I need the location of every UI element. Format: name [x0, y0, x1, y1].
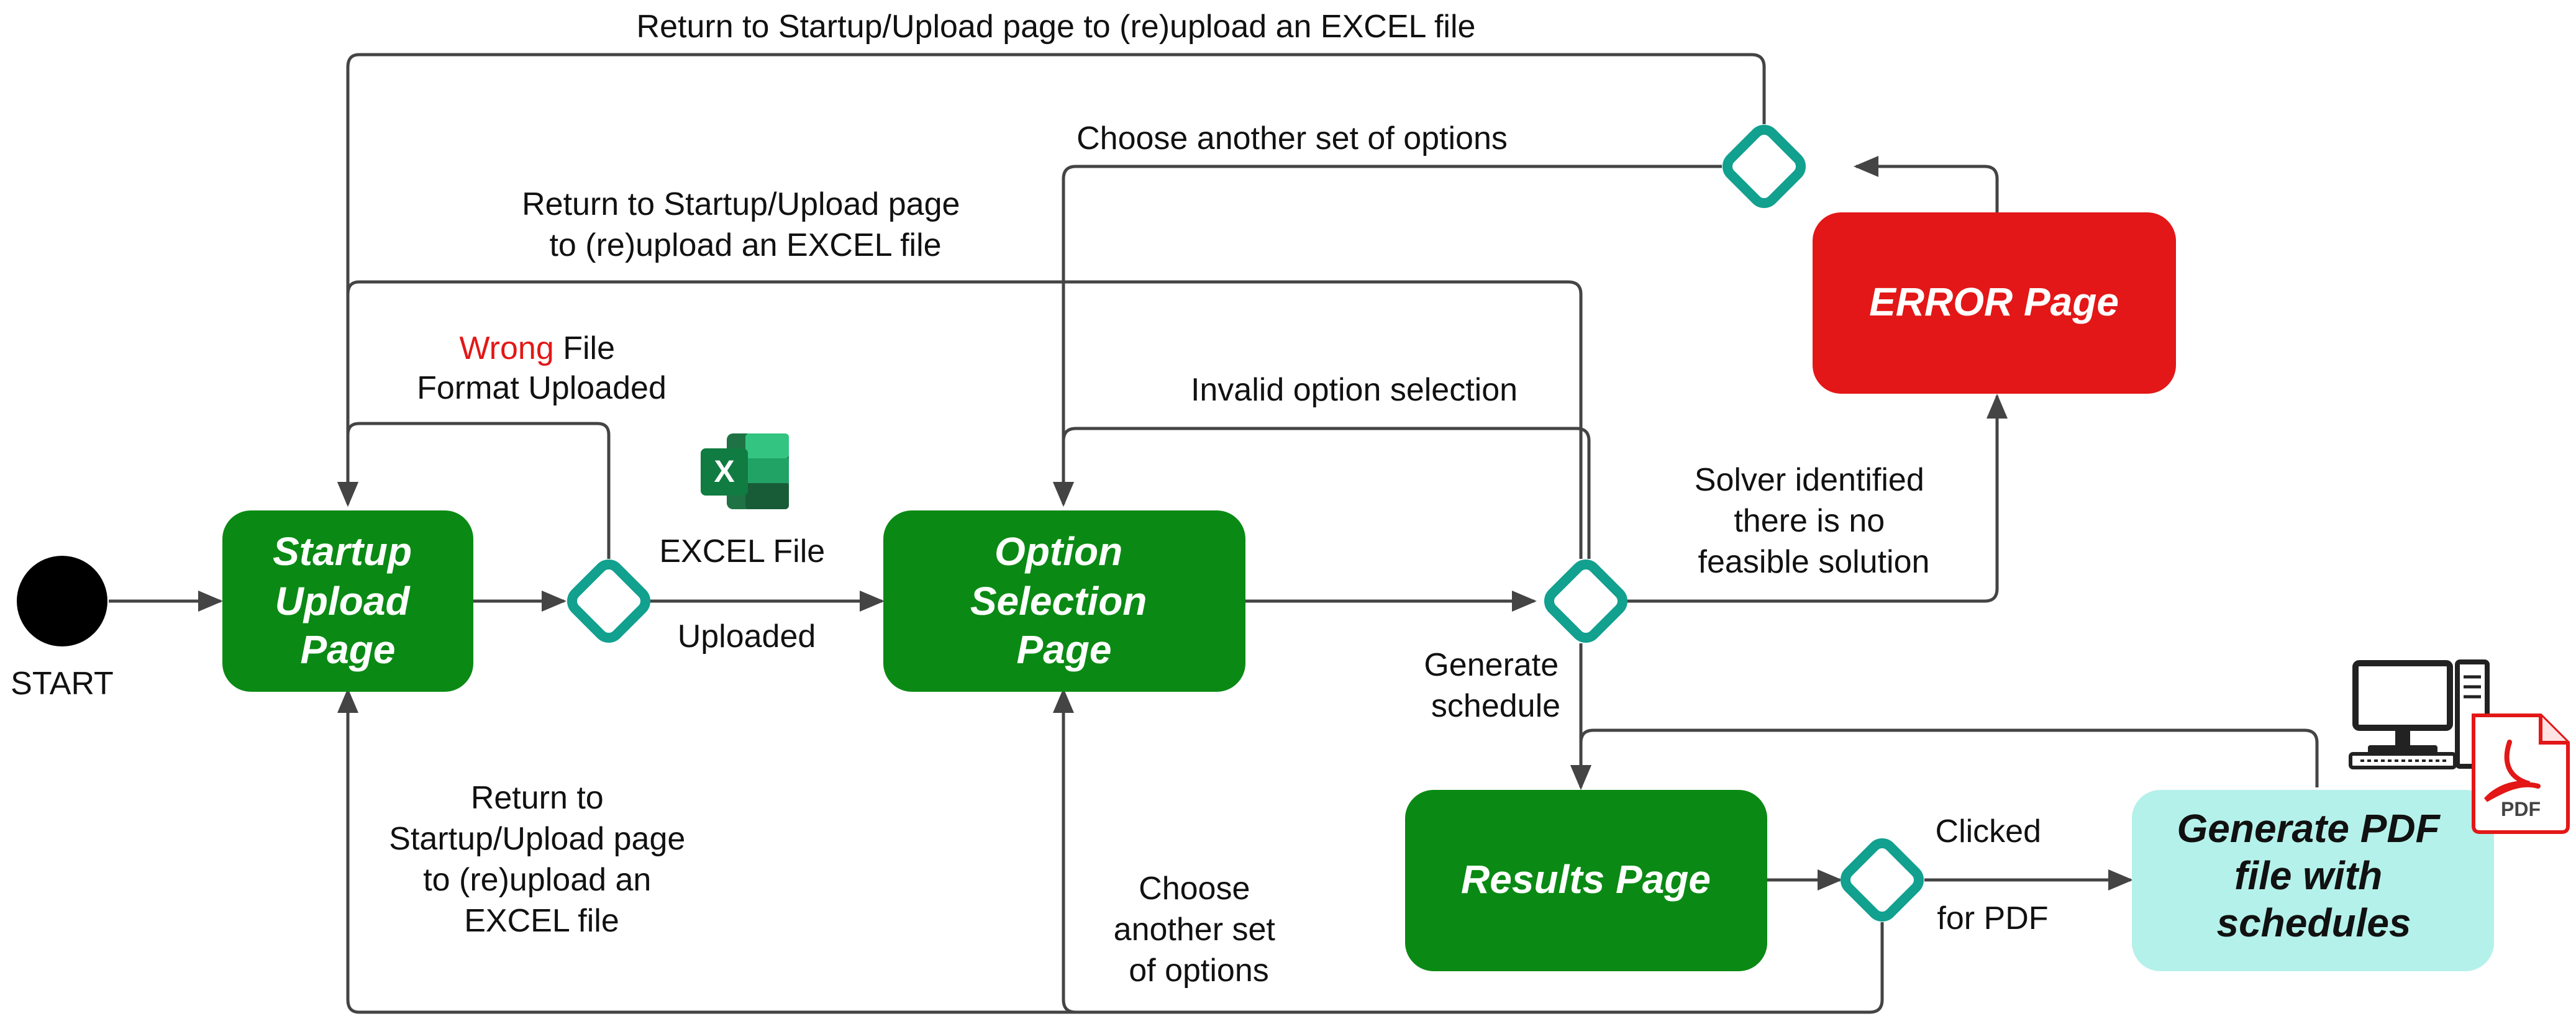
edge-labels: Return to Startup/Upload page to (re)upl…	[389, 9, 2050, 989]
label-mid-return: Return to Startup/Upload page to (re)upl…	[522, 186, 969, 263]
start-node: START	[11, 556, 114, 702]
edge-gateway2-to-error	[1626, 394, 2008, 603]
generate-pdf-node: Generate PDF file with schedules	[2132, 790, 2494, 971]
edge-gateway4-choose-another	[1053, 688, 1076, 1014]
results-page-node: Results Page	[1405, 790, 1767, 971]
pdf-node-label: Generate PDF file with schedules	[2177, 806, 2451, 945]
svg-text:PDF: PDF	[2501, 798, 2541, 820]
pdf-icon: PDF	[2472, 714, 2570, 834]
option-node-label: Option Selection Page	[970, 529, 1158, 672]
label-generate-schedule: Generate schedule	[1424, 647, 1567, 724]
edge-gateway3-choose-another	[1053, 165, 1722, 507]
option-selection-page-node: Option Selection Page	[883, 510, 1245, 692]
error-page-node: ERROR Page	[1813, 212, 2176, 394]
label-clicked-pdf: Clicked for PDF	[1936, 813, 2050, 936]
edge-error-to-gateway3	[1854, 156, 1999, 212]
label-bottom-return: Return to Startup/Upload page to (re)upl…	[389, 780, 694, 939]
results-node-label: Results Page	[1461, 857, 1711, 902]
gateway-3	[1722, 124, 1806, 209]
label-wrong-word: Wrong	[460, 330, 554, 366]
error-node-label: ERROR Page	[1869, 279, 2119, 324]
edges	[109, 53, 2319, 1014]
label-choose-another-bottom: Choose another set of options	[1114, 871, 1285, 989]
gateway-1	[567, 559, 651, 643]
gateway-2	[1544, 559, 1628, 643]
start-label: START	[11, 666, 114, 702]
label-top-return: Return to Startup/Upload page to (re)upl…	[637, 9, 1476, 45]
gateway-4	[1840, 838, 1924, 922]
edge-gateway2-invalid	[1053, 427, 1591, 559]
edge-pdf-to-results	[1570, 728, 2319, 790]
edge-gateway4-bottom-return	[337, 688, 1884, 1014]
label-solver: Solver identified there is no feasible s…	[1695, 462, 1933, 580]
label-choose-another-top: Choose another set of options	[1076, 120, 1508, 156]
label-invalid-option: Invalid option selection	[1191, 372, 1518, 408]
excel-icon: X	[701, 433, 789, 509]
edge-gateway2-mid-return	[337, 280, 1583, 559]
label-excel-uploaded: EXCEL File Uploaded	[659, 533, 834, 655]
computer-icon	[2349, 659, 2490, 769]
edge-gateway3-top-return	[337, 53, 1766, 507]
label-wrong-file: Wrong File Format Uploaded	[417, 330, 667, 406]
startup-upload-page-node: Startup Upload Page	[222, 510, 473, 692]
svg-text:X: X	[714, 454, 734, 489]
startup-node-label: Startup Upload Page	[273, 529, 423, 672]
gateways	[567, 124, 1924, 922]
